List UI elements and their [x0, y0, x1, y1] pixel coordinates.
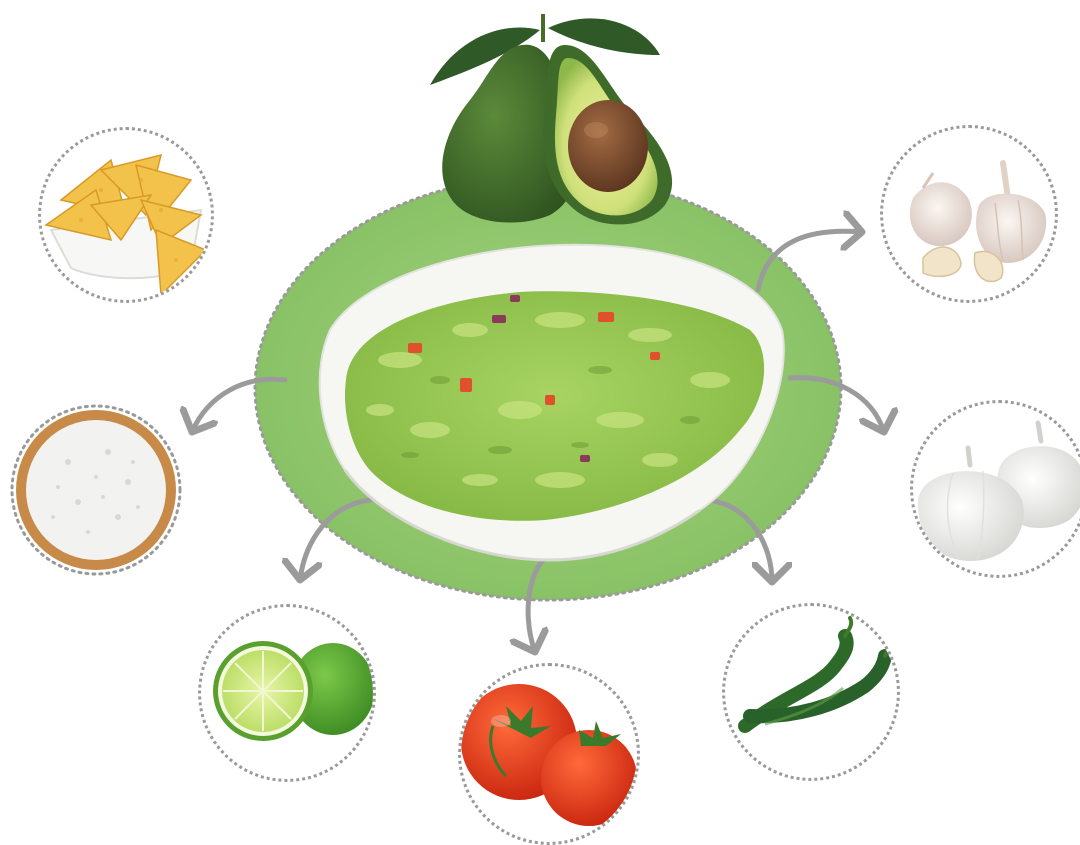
- garlic-circle: [880, 125, 1058, 303]
- tomato-icon: [461, 666, 637, 842]
- chips-circle: [38, 127, 214, 303]
- tomato-circle: [458, 663, 640, 845]
- salt-circle: [8, 402, 184, 578]
- lime-icon: [201, 607, 373, 779]
- onion-icon: [913, 403, 1080, 575]
- green-chili-pepper-icon: [725, 606, 897, 778]
- pepper-circle: [722, 603, 900, 781]
- lime-circle: [198, 604, 376, 782]
- salt-bowl-icon: [8, 402, 184, 578]
- onion-circle: [910, 400, 1080, 578]
- garlic-icon: [883, 128, 1055, 300]
- tortilla-chips-icon: [41, 130, 211, 300]
